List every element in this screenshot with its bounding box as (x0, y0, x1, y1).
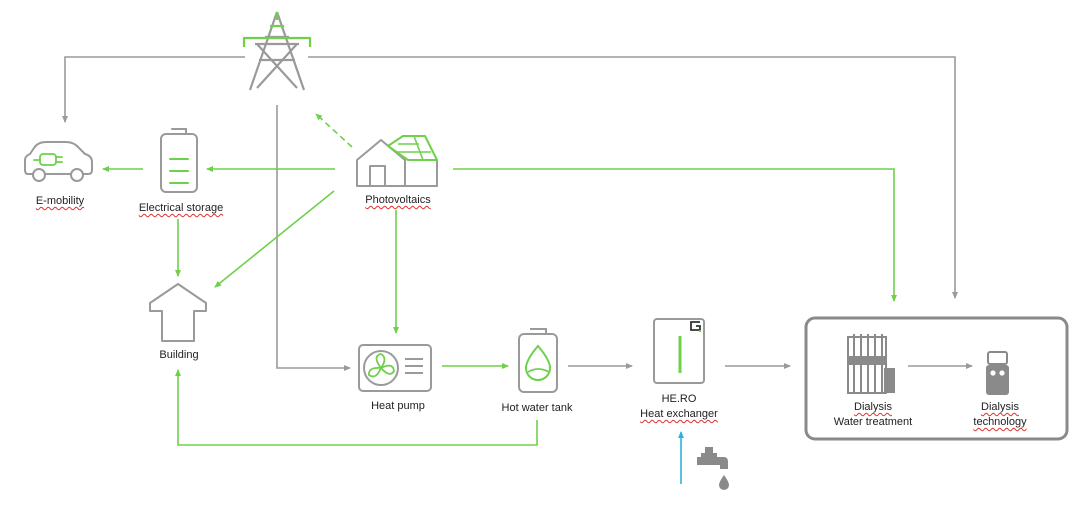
dialysis-wt-line2: Water treatment (833, 416, 913, 428)
power-tower-icon (242, 11, 312, 91)
grid-to-dialysis-arrow (308, 56, 958, 299)
dialysis-tech-line1: Dialysis (981, 401, 1019, 413)
electrical-storage-label: Electrical storage (138, 202, 224, 214)
heat-exchanger-text: Heat exchanger (640, 408, 718, 420)
heat-exchanger-label: HE.RO Heat exchanger (620, 392, 738, 422)
heat-pump-icon (358, 344, 432, 392)
dialysis-machine-icon (986, 351, 1009, 395)
building-icon (149, 283, 207, 342)
grid-to-emobility-arrow (62, 56, 245, 123)
building-label: Building (159, 349, 199, 361)
hot-water-tank-label: Hot water tank (501, 402, 573, 414)
pv-to-grid-dashed-arrow (315, 113, 353, 148)
connectors (62, 56, 973, 484)
dialysis-technology-label: Dialysis technology (950, 400, 1050, 430)
grid-to-heat-pump-arrow (276, 105, 351, 371)
dialysis-group-box (804, 316, 1069, 441)
battery-icon (160, 128, 198, 193)
dialysis-wt-line1: Dialysis (854, 401, 892, 413)
photovoltaics-label: Photovoltaics (365, 194, 431, 206)
water-tap-icon (697, 447, 729, 490)
hero-name-text: HE.RO (661, 393, 697, 405)
hot-water-tank-icon (518, 328, 558, 393)
heat-pump-label: Heat pump (371, 400, 425, 412)
water-treatment-icon (847, 334, 895, 394)
electric-car-icon (24, 141, 93, 182)
dialysis-tech-line2: technology (973, 416, 1027, 428)
tank-to-building-arrow (175, 369, 538, 446)
pv-to-dialysis-arrow (453, 168, 897, 302)
emobility-label: E-mobility (35, 195, 85, 207)
dialysis-water-treatment-label: Dialysis Water treatment (818, 400, 928, 430)
pv-to-building-arrow (214, 190, 335, 288)
solar-house-icon (356, 135, 438, 187)
heat-exchanger-icon (653, 318, 705, 384)
